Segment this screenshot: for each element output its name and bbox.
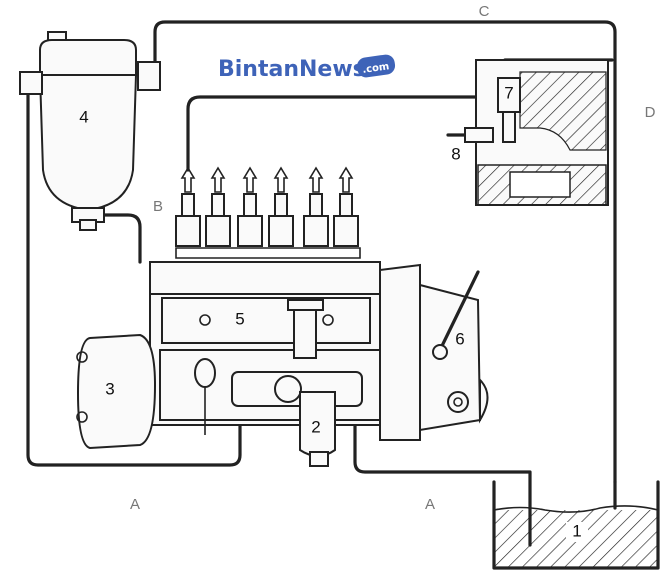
letter-c: C <box>479 3 490 20</box>
callout-1: 1 <box>572 521 581 540</box>
cylinder-head-section: 7 8 <box>446 59 609 206</box>
outlet-6 <box>333 166 359 247</box>
filter-to-pump-line <box>103 213 142 264</box>
outlet-4 <box>268 166 294 247</box>
watermark-suffix: .com <box>362 61 390 76</box>
outlet-1 <box>175 166 201 247</box>
letter-a-right: A <box>425 496 435 513</box>
letter-a-left: A <box>130 496 140 513</box>
letter-d: D <box>645 104 656 121</box>
secondary-fuel-filter: 4 <box>19 31 161 231</box>
callout-5: 5 <box>235 309 244 328</box>
callout-7: 7 <box>504 83 513 102</box>
callout-4: 4 <box>79 107 88 126</box>
line-letters: A A B C D <box>130 3 656 513</box>
watermark-text: BintanNews <box>218 57 366 82</box>
watermark-logo: BintanNews .com <box>218 54 396 82</box>
callout-6: 6 <box>455 329 464 348</box>
control-lever-assembly: 6 <box>379 263 489 441</box>
delivery-valves <box>175 166 361 259</box>
governor-housing: 3 <box>76 333 157 450</box>
outlet-3 <box>237 166 263 247</box>
return-line-top <box>148 20 617 484</box>
fuel-tank: 1 <box>492 480 660 570</box>
suction-line-right <box>353 408 532 547</box>
suction-line-left <box>26 88 242 467</box>
feed-pump-filter: 2 <box>194 358 363 467</box>
callout-8: 8 <box>451 144 460 163</box>
injector-supply-line <box>186 95 507 172</box>
fuel-lines <box>26 20 617 547</box>
letter-b: B <box>153 198 163 215</box>
outlet-5 <box>303 166 329 247</box>
callout-2: 2 <box>311 417 320 436</box>
callout-3: 3 <box>105 379 114 398</box>
outlet-2 <box>205 166 231 247</box>
